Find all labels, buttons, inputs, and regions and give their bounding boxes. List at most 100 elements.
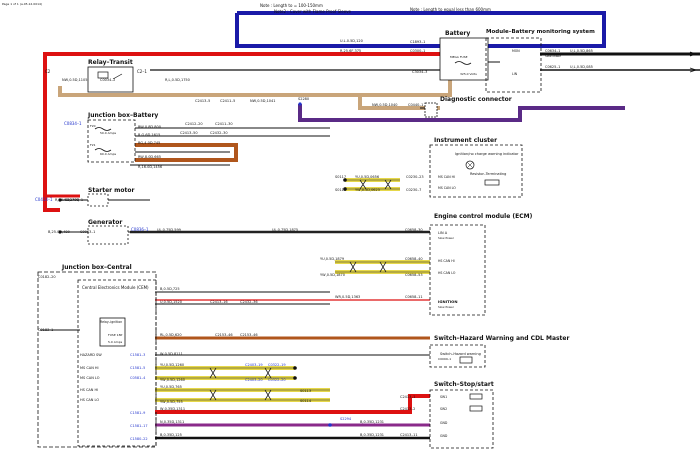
switch-stop-sw2 [469, 405, 483, 412]
label-c0658-30: C0658–30 [405, 228, 423, 232]
label-c0625: C0625–1 [545, 65, 560, 69]
wire-brown [130, 143, 238, 162]
diagnostic-title: Diagnostic connector [440, 96, 512, 103]
lamp-x2 [466, 161, 474, 169]
label-c0658-11: C0658–11 [405, 295, 423, 299]
label-c0279: C0279Q–1 [65, 198, 83, 202]
wire-yellow-ecm-b [335, 261, 430, 273]
junction-box-battery-title: Junction box–Battery [87, 112, 158, 119]
label-gnd2: GND [440, 434, 448, 438]
label-hs-can-lo2: HS CAN LO [438, 271, 456, 275]
page-header: Page 1 of 1 (a.05.12.0014) [2, 2, 42, 6]
label-c0063: C0063–1 [80, 230, 95, 234]
junction-dot-s0117 [343, 178, 347, 182]
label-wire-yu3: YU,0.5D,1260 [160, 363, 184, 367]
junction-dot-s0113a [293, 366, 297, 370]
label-wire-b2: B,0.35D,1231 [360, 420, 384, 424]
label-wire-rl25: R,25,6F,375 [340, 49, 361, 53]
label-wire-yu2: YU,0.5D,1879 [320, 257, 344, 261]
label-wire-ul3: U,0.5D,1520 [160, 300, 182, 304]
label-c2413-16: C2413–16 [210, 300, 228, 304]
label-fuse-f18p: FUSE 18P [108, 333, 122, 337]
label-wire-yu4: YU,0.5D,765 [160, 385, 182, 389]
wire-yellow-cem2b [155, 389, 330, 401]
label-wire-u1: U,L,0.5D,865 [570, 49, 593, 53]
wire-purple [298, 104, 625, 122]
label-c0440: C0440–1 [408, 103, 423, 107]
label-wire-wr2: W,0.5D,8111 [160, 352, 183, 356]
label-c1581-5: C1581–5 [130, 366, 145, 370]
wire-yellow-ecm [335, 260, 430, 274]
battery-box [439, 37, 489, 81]
label-fuse-f21: F21 [90, 143, 96, 147]
instrument-cluster-title: Instrument cluster [434, 137, 497, 144]
wire-blue-top [237, 11, 606, 48]
ground-arrow-1 [689, 51, 698, 57]
label-ignition: IGNITION [438, 299, 458, 304]
symbol-layer [58, 51, 698, 427]
notes-layer: Note : Length to = 100-150mm Note2 : Cov… [260, 3, 491, 14]
label-wire-wr1: WR,0.5D,1363 [335, 295, 360, 299]
wire-red-stop [155, 394, 430, 414]
label-c0322-20: C0322–20 [268, 378, 286, 382]
label-c2403-19: C2403–19 [245, 363, 263, 367]
label-ms-can-lo2: MS CAN LO [438, 186, 456, 190]
label-fuse-f20: F20 [90, 124, 96, 128]
note-1: Note : Length to = 100-150mm [260, 3, 323, 8]
twist-marks-cem2 [209, 389, 272, 401]
label-s0118: S0118 [335, 188, 346, 192]
label-c2411-5: C2411–5 [220, 99, 235, 103]
label-c2413-5: C2413–5 [195, 99, 210, 103]
label-hs-can-hi2: HS CAN HI [438, 259, 455, 263]
switch-hazard-inner-label: Switch–Hazard warning [440, 352, 481, 356]
label-c0834: C0834–1 [64, 121, 82, 126]
label-wire-yl1: YW,0.5D,0625 [355, 188, 380, 192]
relay-transit-title: Relay–Transit [88, 59, 133, 66]
label-c2153-46b: C2153–46 [240, 333, 258, 337]
fuse-f21-symbol [94, 148, 112, 152]
label-wire-nw1: NW,0.5D,1041 [250, 99, 275, 103]
label-s2413: C0414–1 [35, 197, 53, 202]
cem-title: Central Electronics Module (CEM) [82, 285, 149, 290]
label-wire-yl4: YW,0.5D,755 [160, 400, 183, 404]
label-c0053: C0836–1 [131, 227, 149, 232]
title-layer: Relay–Transit Junction box–Battery Start… [61, 29, 595, 388]
label-c1580-22: C1580–22 [130, 437, 148, 441]
label-sw1: SW1 [440, 395, 447, 399]
label-wire-w2: N,0.35D,1311 [160, 420, 184, 424]
label-sw2: SW2 [440, 407, 447, 411]
label-wire-rw8: RW,8.0D,665 [138, 155, 161, 159]
label-wire-rl05: R,L,0.5D,1750 [165, 78, 190, 82]
label-wire-w1: W,0.35D,1311 [160, 407, 185, 411]
junction-box-battery-box [87, 119, 136, 163]
label-c0322-19: C0322–19 [268, 363, 286, 367]
label-c1893: C1893–1 [410, 40, 425, 44]
relay-ignition-title: Relay–ignition [100, 320, 122, 324]
label-fuse-50a: 50.0 Amps [100, 131, 117, 135]
wire-purple-2 [290, 104, 300, 400]
ecm-title: Engine control module (ECM) [434, 213, 533, 220]
switch-stop-title: Switch–Stop/start [434, 381, 494, 388]
label-slow-power: Slow Power [545, 54, 562, 58]
junction-box-central-box [37, 271, 157, 448]
label-s0114: S0114 [300, 399, 312, 403]
note-2: Note2 : Cover with Flame Proof Sleeve [274, 9, 352, 14]
label-wire-b3: B,0.35D,1231 [360, 433, 384, 437]
label-c0300: C0300–1 [410, 49, 425, 53]
junction-dot-s0118 [343, 187, 347, 191]
label-wire-ul05: U.L.0.5D,120 [340, 39, 363, 43]
label-s0117: S0117 [335, 175, 346, 179]
ignition-indicator-label: Ignition/no charge warning indicator [455, 152, 519, 156]
junction-dot-starter [58, 198, 62, 202]
label-c2413-1: C2413–1 [400, 395, 415, 399]
label-c0230-23: C0230–23 [406, 175, 424, 179]
junction-dot-s2280 [298, 102, 302, 106]
label-wire-r16-0: R,16.0D,1456 [138, 165, 162, 169]
label-c0183-1: C0183–1 [38, 328, 53, 332]
relay-transit-box [87, 66, 134, 93]
generator-title: Generator [88, 219, 122, 226]
label-c1581-9: C1581–9 [130, 411, 145, 415]
label-hs-can-lo: HS CAN LO [80, 398, 99, 402]
ecm-box [429, 224, 486, 316]
label-wire-nw05: NW,0.5D,1105 [62, 78, 87, 82]
